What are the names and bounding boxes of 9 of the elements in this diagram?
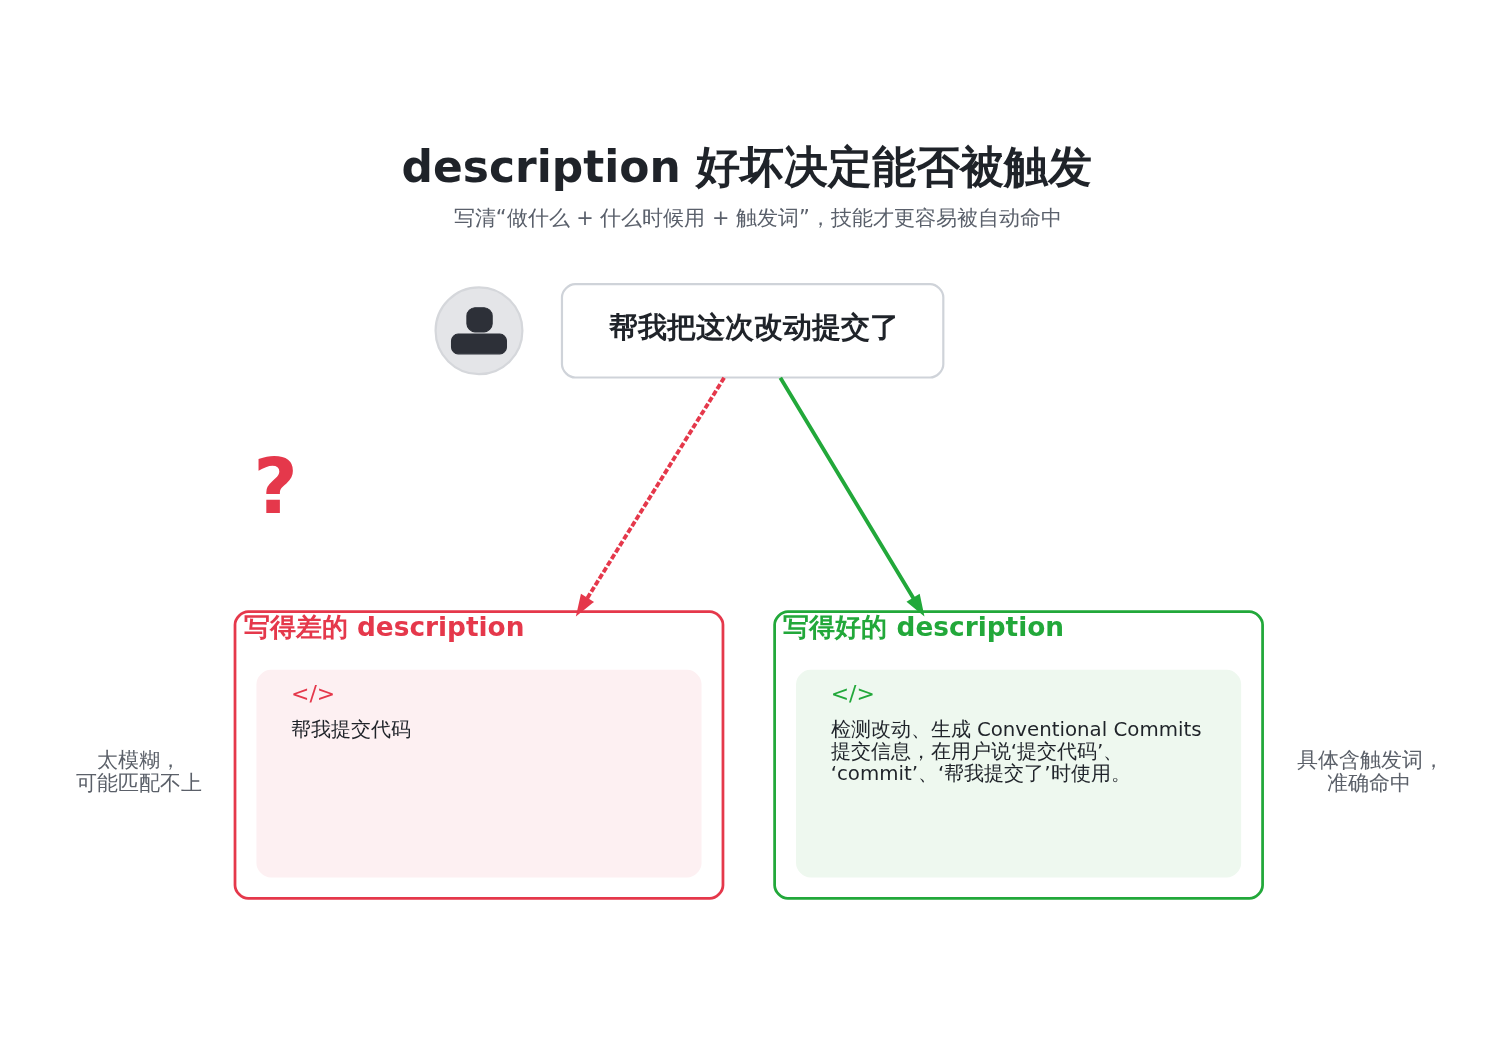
- node-label: 太模糊，可能匹配不上: [76, 748, 203, 796]
- label: 写清“做什么 + 什么时候用 + 触发词”，技能才更容易被自动命中: [453, 206, 1062, 231]
- node-label: 具体含触发词，准确命中: [1296, 748, 1444, 796]
- label: ?: [253, 441, 298, 531]
- node-person: [434, 286, 524, 376]
- node-box: 帮我把这次改动提交了: [560, 282, 945, 379]
- diagram-title: description 好坏决定能否被触发: [401, 140, 1093, 192]
- arrow: [778, 376, 925, 617]
- arrow: [575, 376, 726, 617]
